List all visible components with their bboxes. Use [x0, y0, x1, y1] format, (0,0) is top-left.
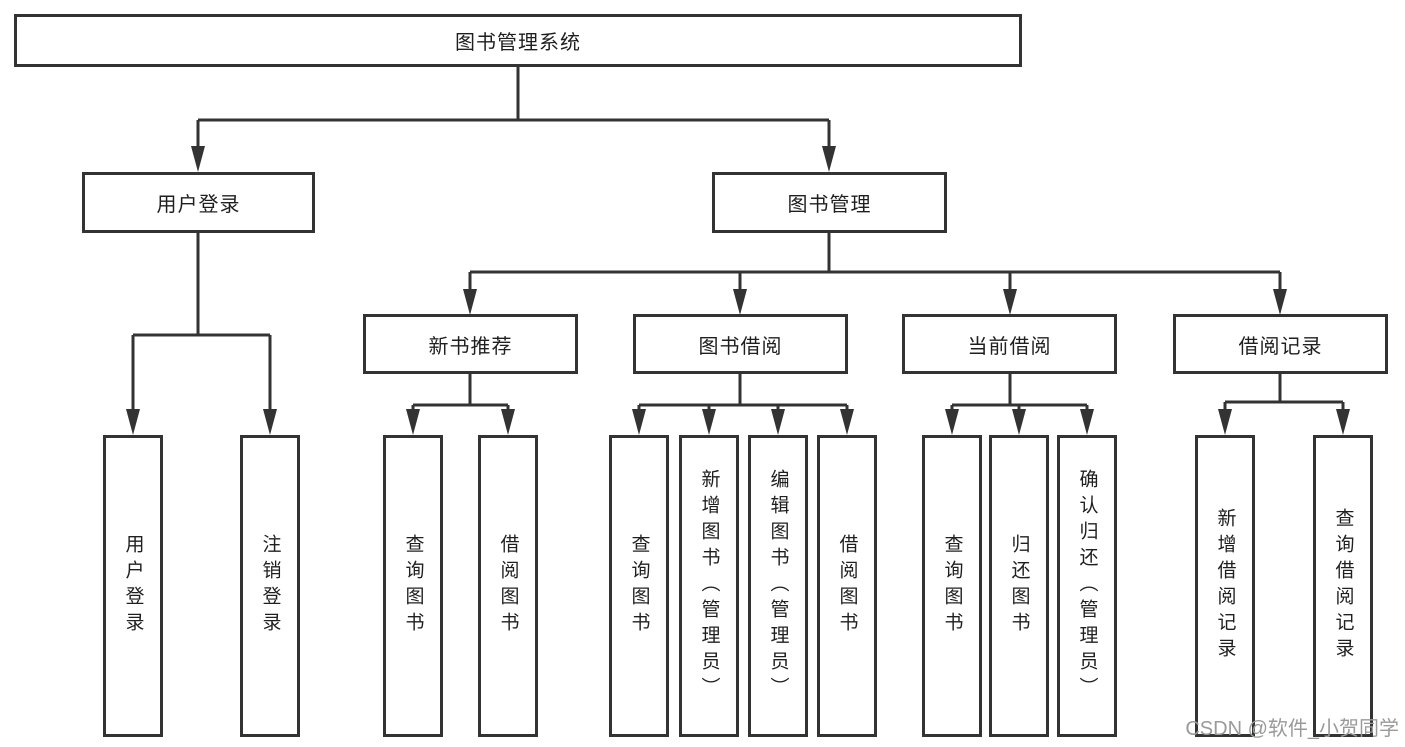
- node-book-management: 图书管理: [712, 172, 947, 233]
- leaf-query-books-recommend-label: 查询图书: [402, 534, 424, 638]
- leaf-query-books-borrowing-label: 查询图书: [628, 534, 650, 638]
- leaf-return-books: 归还图书: [989, 435, 1049, 737]
- arrowheads: [126, 146, 1350, 435]
- leaf-query-books-borrowing: 查询图书: [609, 435, 669, 737]
- leaf-logout-login: 注销登录: [240, 435, 300, 737]
- leaf-query-books-current: 查询图书: [922, 435, 982, 737]
- leaf-query-borrow-record-label: 查询借阅记录: [1332, 508, 1354, 664]
- leaf-confirm-return-admin-label: 确认归还（管理员）: [1076, 469, 1098, 703]
- leaf-user-login: 用户登录: [103, 435, 163, 737]
- leaf-return-books-label: 归还图书: [1008, 534, 1030, 638]
- leaf-borrow-books-borrowing: 借阅图书: [817, 435, 877, 737]
- node-book-borrowing-label: 图书借阅: [698, 335, 783, 358]
- node-root: 图书管理系统: [14, 14, 1022, 67]
- leaf-add-books-admin: 新增图书（管理员）: [679, 435, 739, 737]
- node-current-borrowing-label: 当前借阅: [967, 335, 1052, 358]
- node-new-book-recommendation: 新书推荐: [363, 314, 578, 374]
- node-root-label: 图书管理系统: [455, 32, 581, 54]
- node-book-management-label: 图书管理: [787, 194, 872, 216]
- leaf-user-login-label: 用户登录: [122, 534, 144, 638]
- node-user-login-label: 用户登录: [156, 194, 241, 216]
- csdn-watermark: CSDN @软件_小贺同学: [1185, 718, 1399, 740]
- node-new-book-recommendation-label: 新书推荐: [428, 335, 513, 358]
- leaf-edit-books-admin: 编辑图书（管理员）: [748, 435, 808, 737]
- leaf-confirm-return-admin: 确认归还（管理员）: [1057, 435, 1117, 737]
- leaf-query-books-recommend: 查询图书: [383, 435, 443, 737]
- node-book-borrowing: 图书借阅: [633, 314, 848, 374]
- leaf-add-books-admin-label: 新增图书（管理员）: [698, 469, 720, 703]
- leaf-add-borrow-record-label: 新增借阅记录: [1214, 508, 1236, 664]
- node-user-login: 用户登录: [82, 172, 315, 233]
- leaf-logout-login-label: 注销登录: [259, 534, 281, 638]
- node-borrowing-records: 借阅记录: [1173, 314, 1388, 374]
- node-borrowing-records-label: 借阅记录: [1238, 335, 1323, 358]
- leaf-query-books-current-label: 查询图书: [941, 534, 963, 638]
- leaf-borrow-books-recommend: 借阅图书: [478, 435, 538, 737]
- leaf-edit-books-admin-label: 编辑图书（管理员）: [767, 469, 789, 703]
- node-current-borrowing: 当前借阅: [902, 314, 1117, 374]
- leaf-query-borrow-record: 查询借阅记录: [1313, 435, 1373, 737]
- leaf-borrow-books-borrowing-label: 借阅图书: [836, 534, 858, 638]
- leaf-add-borrow-record: 新增借阅记录: [1195, 435, 1255, 737]
- leaf-borrow-books-recommend-label: 借阅图书: [497, 534, 519, 638]
